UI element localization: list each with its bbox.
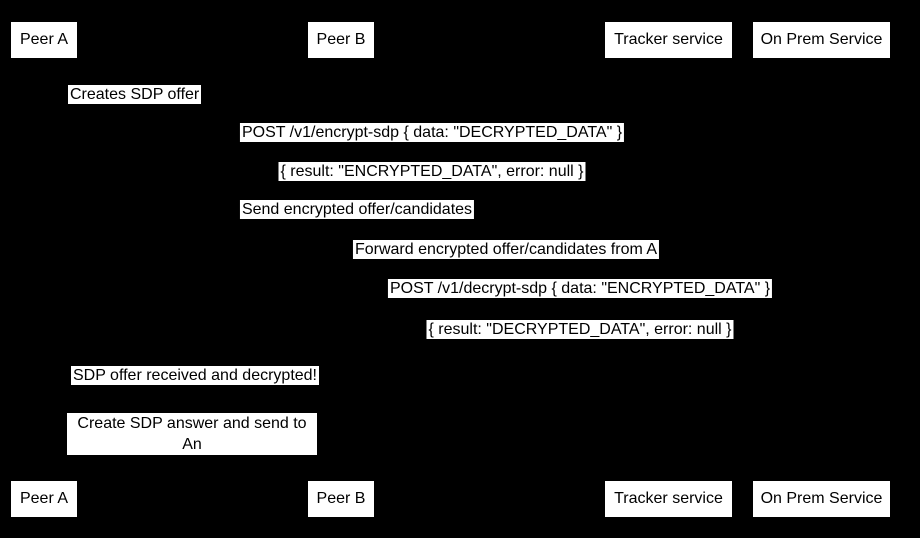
note-create-sdp-answer: Create SDP answer and send to An using t… [67,413,317,474]
note-line-1: Create SDP answer and send to An [77,415,307,453]
actor-on-prem-service-top: On Prem Service [753,22,890,58]
message-post-encrypt-sdp: POST /v1/encrypt-sdp { data: "DECRYPTED_… [239,123,625,142]
lifeline-tracker-service [668,58,669,481]
note-line-2: using the same mechanism [94,457,290,474]
lifeline-on-prem-service [821,58,822,481]
actor-tracker-service-bottom: Tracker service [605,481,732,517]
actor-peer-b-bottom: Peer B [308,481,374,517]
actor-peer-b-top: Peer B [308,22,374,58]
message-post-decrypt-sdp: POST /v1/decrypt-sdp { data: "ENCRYPTED_… [387,279,773,298]
message-decrypt-result: { result: "DECRYPTED_DATA", error: null … [426,320,734,339]
message-encrypt-result: { result: "ENCRYPTED_DATA", error: null … [278,162,586,181]
message-send-encrypted-offer: Send encrypted offer/candidates [239,200,475,219]
lifeline-peer-b [341,58,342,481]
actor-on-prem-service-bottom: On Prem Service [753,481,890,517]
actor-peer-a-bottom: Peer A [11,481,77,517]
message-forward-encrypted-offer: Forward encrypted offer/candidates from … [352,240,660,259]
message-sdp-offer-received: SDP offer received and decrypted! [71,366,319,385]
actor-peer-a-top: Peer A [11,22,77,58]
message-creates-sdp-offer: Creates SDP offer [68,85,202,104]
actor-tracker-service-top: Tracker service [605,22,732,58]
lifeline-peer-a [44,58,45,481]
